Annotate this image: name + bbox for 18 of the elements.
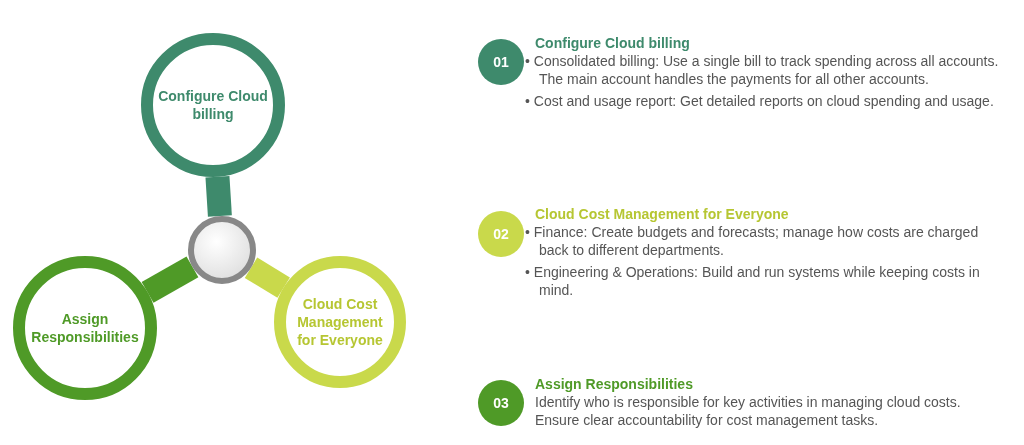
number-badge: 03 — [478, 380, 524, 426]
spinner-arm — [244, 257, 290, 298]
bullet-item: • Engineering & Operations: Build and run systems while keeping costs in mind. — [525, 263, 981, 299]
bullet-item: • Cost and usage report: Get detailed reports on cloud spending and usage. — [525, 92, 995, 110]
bullet-item: • Consolidated billing: Use a single bill to track spending across all accounts. The main account handles the payments for all other accounts. — [525, 52, 1000, 88]
step-title: Cloud Cost Management for Everyone — [296, 295, 384, 349]
spinner-arm — [205, 176, 232, 217]
step-title: Assign Responsibilities — [30, 310, 140, 346]
description-text: Identify who is responsible for key activities in managing cloud costs. Ensure clear accountability for cost management tasks. — [535, 393, 962, 429]
section-heading: Cloud Cost Management for Everyone — [535, 206, 789, 222]
section-heading: Configure Cloud billing — [535, 35, 690, 51]
section-heading: Assign Responsibilities — [535, 376, 693, 392]
hub-circle — [188, 216, 256, 284]
step-title: Configure Cloud billing — [157, 87, 269, 123]
spinner-arm — [141, 256, 199, 303]
number-badge: 01 — [478, 39, 524, 85]
bullet-item: • Finance: Create budgets and forecasts; manage how costs are charged back to different departments. — [525, 223, 980, 259]
number-badge: 02 — [478, 211, 524, 257]
